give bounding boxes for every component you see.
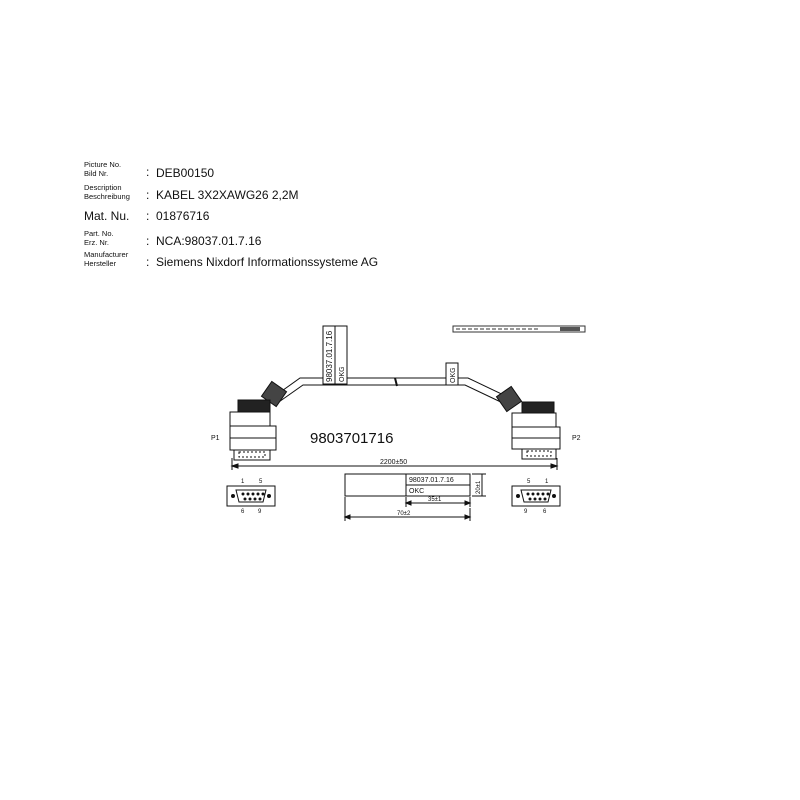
- part-no-label-de: Erz. Nr.: [84, 238, 110, 247]
- pin-left-6: 6: [241, 509, 245, 515]
- cable-flag-label: 98037.01.7.16 OKG: [322, 325, 348, 385]
- mat-no-row: Mat. Nu. : 01876716: [84, 202, 504, 223]
- picture-no-label-de: Bild Nr.: [84, 169, 109, 178]
- length-dimension: [230, 458, 559, 470]
- connector-p2: [495, 385, 561, 460]
- manufacturer-label-en: Manufacturer: [84, 250, 129, 259]
- description-label-en: Description: [84, 183, 122, 192]
- pin-right-5: 5: [527, 479, 531, 485]
- picture-no-value: DEB00150: [156, 166, 215, 180]
- mat-no-value: 01876716: [156, 209, 210, 223]
- colon: :: [146, 188, 150, 202]
- colon: :: [146, 209, 150, 223]
- description-row: Description Beschreibung : KABEL 3X2XAWG…: [84, 181, 504, 202]
- reference-strip: [452, 325, 586, 333]
- flag-label-code: 98037.01.7.16: [325, 330, 334, 382]
- picture-no-label-en: Picture No.: [84, 160, 122, 169]
- label-height-value: 20±1: [476, 480, 482, 494]
- okg-flag-text: OKG: [450, 367, 457, 383]
- manufacturer-row: Manufacturer Hersteller : Siemens Nixdor…: [84, 244, 504, 269]
- pin-right-9: 9: [524, 509, 528, 515]
- title-block: Picture No. Bild Nr. : DEB00150 Descript…: [84, 160, 504, 269]
- pin-left-5: 5: [259, 479, 263, 485]
- description-label-de: Beschreibung: [84, 192, 130, 201]
- pin-left-9: 9: [258, 509, 262, 515]
- label-width-value: 70±2: [397, 511, 411, 517]
- dsub-face-left: [226, 485, 276, 507]
- flag-label-okg: OKG: [339, 366, 346, 382]
- p2-label: P2: [572, 435, 581, 442]
- pin-right-6: 6: [543, 509, 547, 515]
- colon: :: [146, 255, 150, 269]
- cable: [271, 377, 511, 405]
- part-no-label-en: Part. No.: [84, 229, 114, 238]
- manufacturer-label-de: Hersteller: [84, 259, 117, 268]
- label-inner-value: 35±1: [428, 497, 442, 503]
- description-value: KABEL 3X2XAWG26 2,2M: [156, 188, 299, 202]
- label-detail-okg: OKC: [409, 488, 424, 495]
- label-detail: [343, 473, 486, 521]
- pin-left-1: 1: [241, 479, 245, 485]
- dsub-face-right: [511, 485, 561, 507]
- pin-right-1: 1: [545, 479, 549, 485]
- manufacturer-value: Siemens Nixdorf Informationssysteme AG: [156, 255, 379, 269]
- okg-flag: OKG: [445, 362, 459, 386]
- p1-label: P1: [211, 435, 220, 442]
- mat-no-label: Mat. Nu.: [84, 209, 130, 223]
- colon: :: [146, 234, 150, 248]
- part-no-value: NCA:98037.01.7.16: [156, 234, 262, 248]
- length-value: 2200±50: [380, 459, 407, 466]
- cable-code: 9803701716: [310, 430, 393, 447]
- connector-p1: [229, 380, 288, 461]
- picture-no-row: Picture No. Bild Nr. : DEB00150: [84, 160, 504, 181]
- colon: :: [146, 165, 150, 179]
- part-no-row: Part. No. Erz. Nr. : NCA:98037.01.7.16: [84, 223, 504, 248]
- label-detail-code: 98037.01.7.16: [409, 477, 454, 484]
